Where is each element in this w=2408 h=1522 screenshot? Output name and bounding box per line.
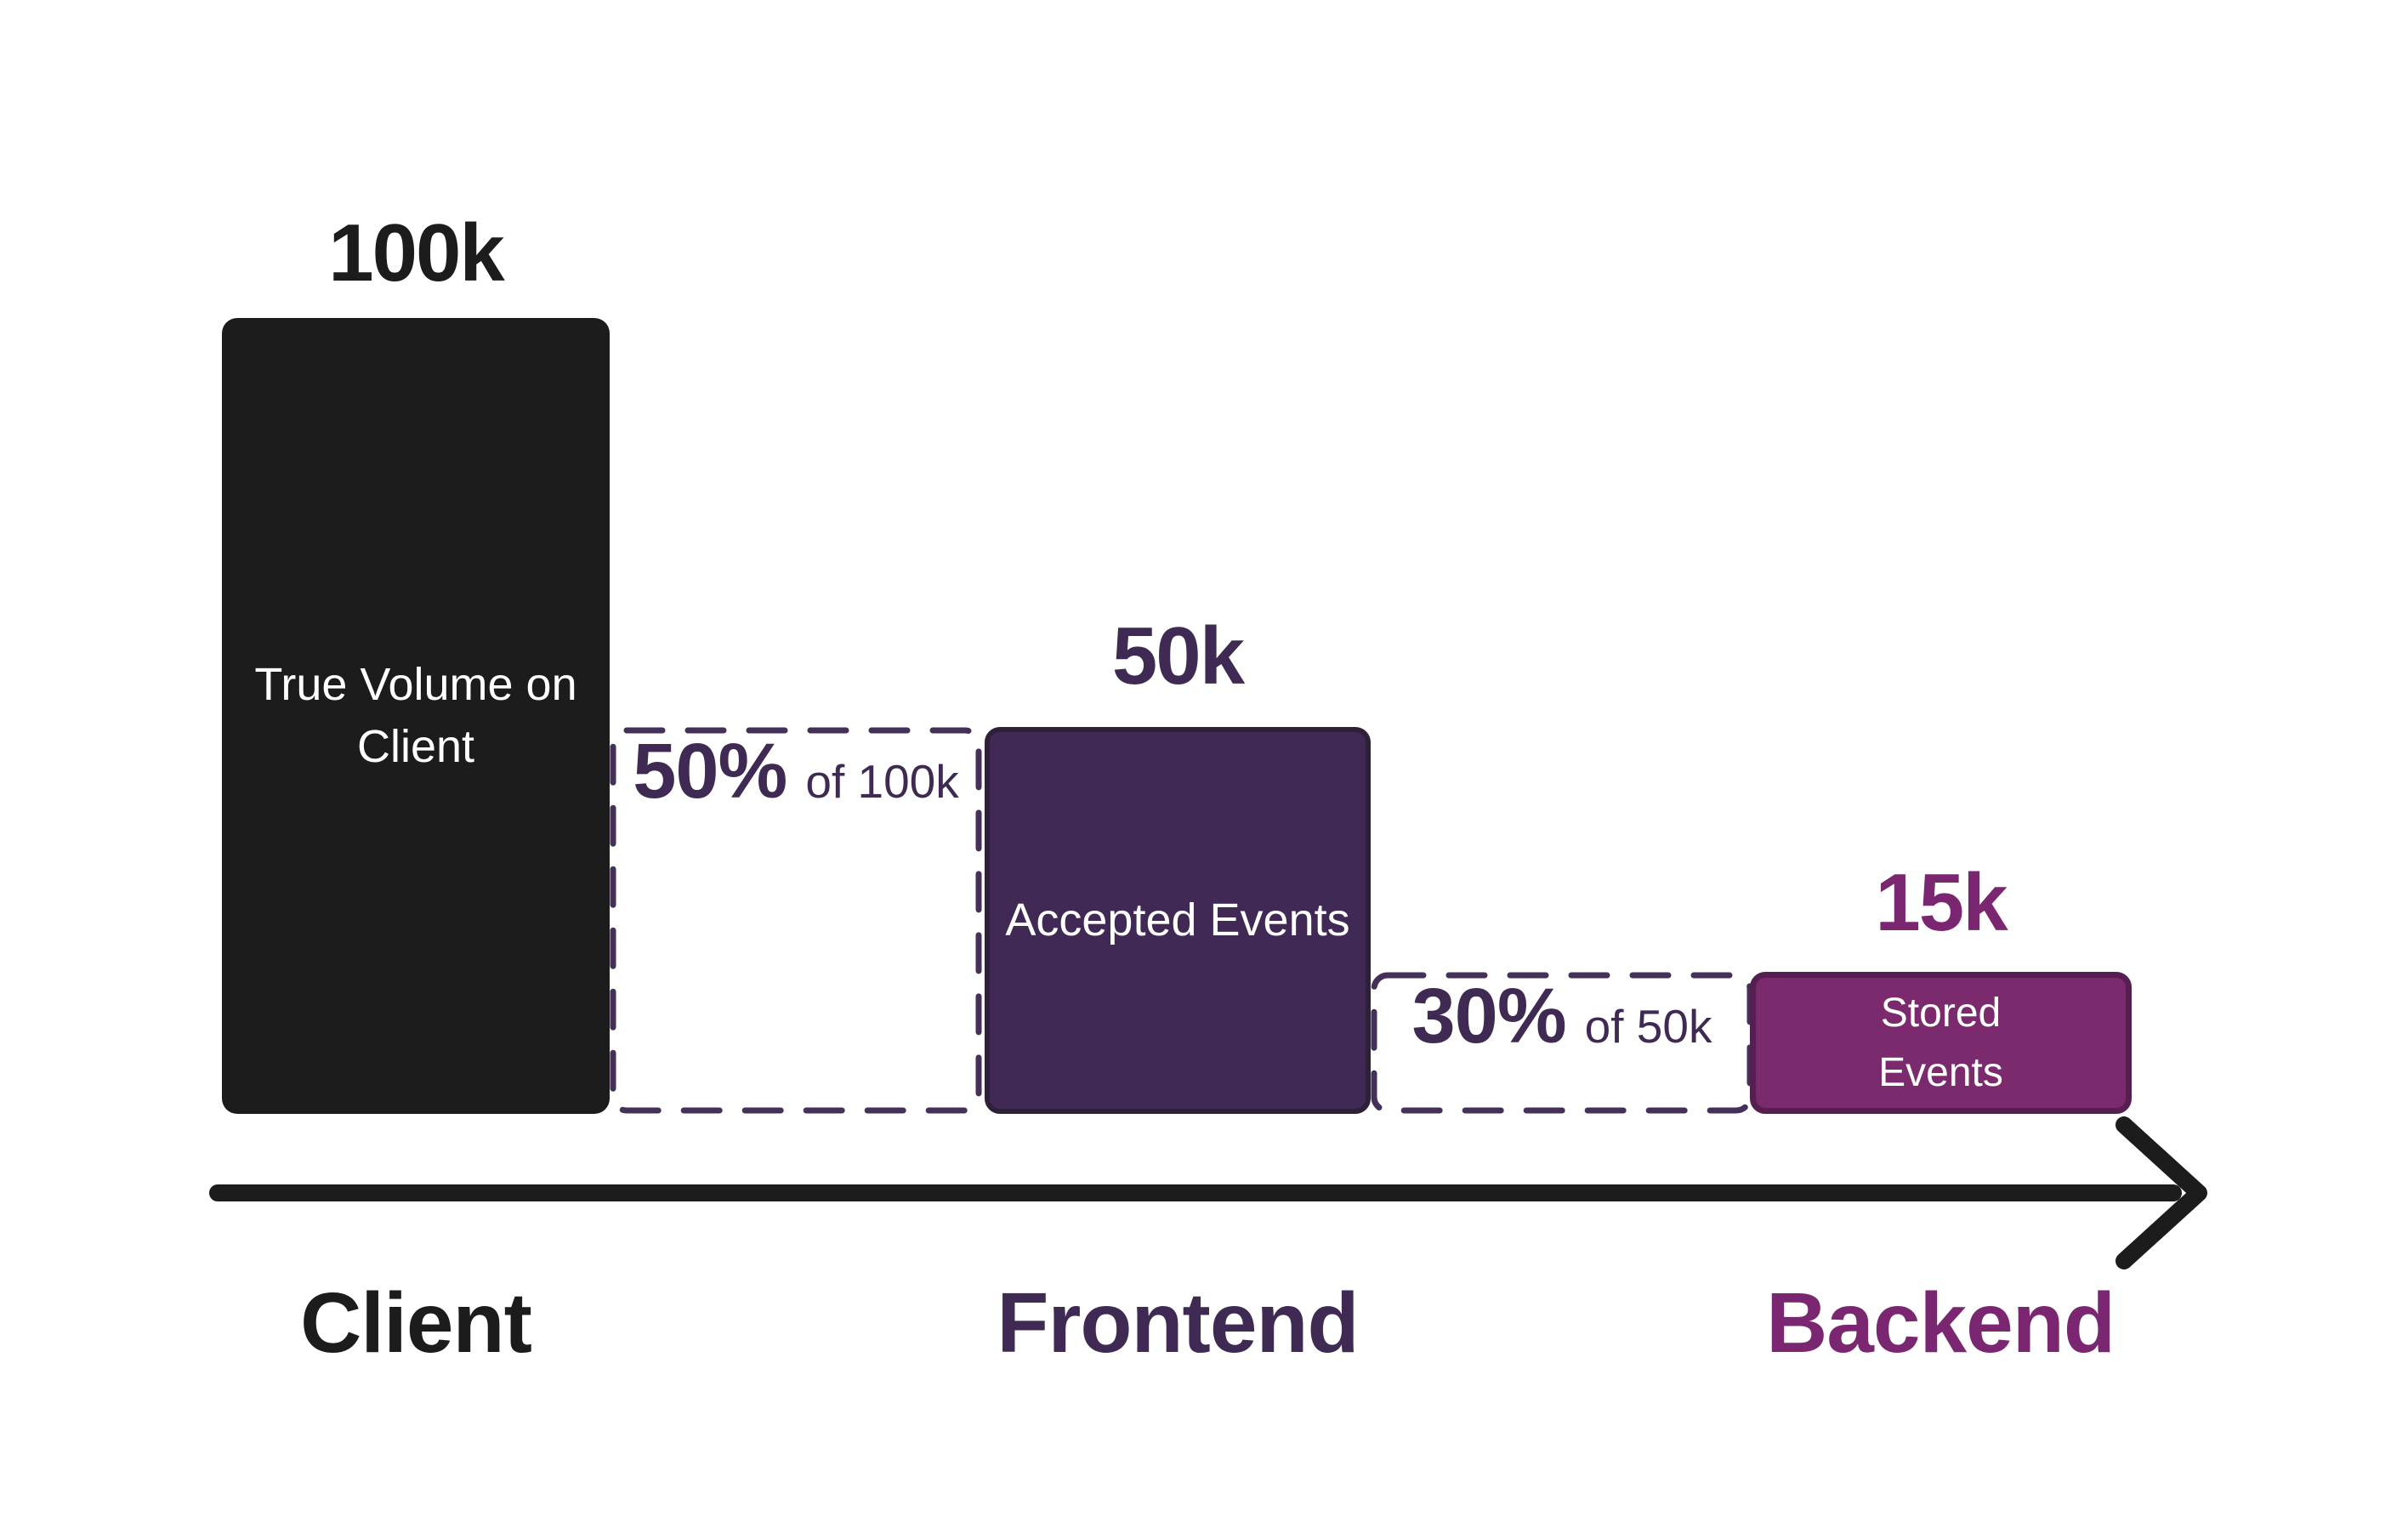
frontend-drop-label: 50% of 100k	[610, 727, 982, 1114]
backend-drop-percent: 30%	[1411, 973, 1567, 1059]
arrow-head	[2116, 1116, 2207, 1269]
frontend-value-label: 50k	[1111, 611, 1245, 701]
backend-value-label: 15k	[1875, 857, 2008, 948]
client-volume-bar-label-line2: Client	[356, 721, 475, 772]
frontend-drop-percent: 50%	[633, 728, 787, 815]
stored-events-bar: Stored Events	[1750, 972, 2132, 1114]
accepted-events-label: Accepted Events	[1005, 894, 1350, 946]
stored-events-label-line2: Events	[1878, 1049, 2003, 1095]
axis-label-frontend: Frontend	[997, 1275, 1359, 1371]
backend-drop-box	[1371, 972, 1753, 1114]
backend-drop-box-outline	[1371, 972, 1753, 1114]
client-volume-bar-label-line1: True Volume on	[254, 659, 577, 711]
backend-drop-of: of 50k	[1584, 1000, 1712, 1053]
axis-label-client: Client	[300, 1275, 532, 1371]
client-volume-bar: True Volume on Client	[222, 318, 610, 1114]
backend-drop-label: 30% of 50k	[1371, 972, 1753, 1114]
dashed-rect	[1371, 972, 1753, 1114]
accepted-events-bar: Accepted Events	[985, 727, 1371, 1114]
client-volume-bar-label: True Volume on Client	[254, 654, 576, 778]
flow-arrow	[209, 1116, 2207, 1269]
stored-events-label-line1: Stored	[1880, 990, 2002, 1036]
stored-events-label: Stored Events	[1878, 984, 2003, 1102]
axis-label-backend: Backend	[1766, 1275, 2116, 1371]
frontend-drop-of: of 100k	[805, 755, 959, 808]
client-value-label: 100k	[328, 207, 505, 298]
